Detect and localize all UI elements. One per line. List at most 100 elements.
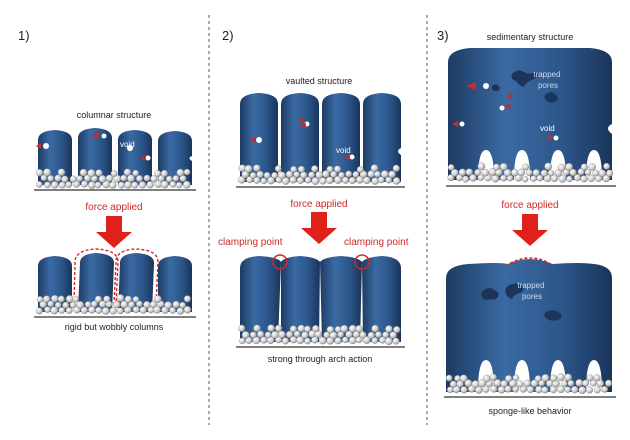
particle <box>109 307 117 315</box>
particle <box>153 295 162 303</box>
particle <box>62 301 70 309</box>
panel-3-force-label: force applied <box>501 200 558 211</box>
particle <box>606 169 614 177</box>
panel-2-force-label: force applied <box>290 199 347 210</box>
particle <box>83 174 92 182</box>
particle <box>58 307 66 314</box>
particle <box>371 337 379 344</box>
particle <box>65 307 73 314</box>
particle <box>504 385 512 393</box>
particle <box>471 380 480 389</box>
particles-top-1 <box>35 168 191 189</box>
panel-2-label-bottom: strong through arch action <box>268 354 373 364</box>
particle <box>459 374 468 383</box>
particle <box>375 331 382 338</box>
particle <box>356 166 364 173</box>
particle <box>36 181 43 188</box>
particle <box>371 177 379 185</box>
panel-1: 1) columnar structure void force applied <box>18 28 196 332</box>
particle <box>179 301 186 309</box>
particle <box>128 301 135 308</box>
particle <box>274 165 282 173</box>
particle <box>304 176 312 184</box>
particle <box>499 162 508 171</box>
particle <box>296 176 304 184</box>
particle <box>176 307 185 315</box>
particle <box>595 175 602 182</box>
particle <box>596 379 605 388</box>
voids-top-3 <box>459 83 559 141</box>
particle <box>602 174 611 183</box>
particle <box>153 305 161 314</box>
particle <box>94 295 102 303</box>
particle <box>120 300 129 309</box>
particle <box>584 169 592 176</box>
particle <box>345 330 353 339</box>
panel-1-void-label: void <box>120 140 135 149</box>
clamp-marker-left <box>272 254 288 270</box>
force-arrow-1 <box>96 216 132 248</box>
particle <box>465 168 473 176</box>
particle <box>547 169 555 177</box>
particle <box>601 385 609 393</box>
particle <box>297 165 305 173</box>
particle <box>586 374 594 382</box>
particle <box>146 181 154 189</box>
particle <box>95 306 103 314</box>
particle <box>143 301 151 309</box>
particle <box>362 336 371 344</box>
panel-2-clamp-right: clamping point <box>344 237 409 248</box>
particle <box>264 331 272 339</box>
particle <box>35 169 44 177</box>
particle <box>393 326 401 334</box>
particle <box>308 171 316 179</box>
particle <box>281 337 290 345</box>
voids-top-1 <box>43 133 151 161</box>
panel-2-void-label: void <box>336 146 351 155</box>
particle <box>285 170 294 179</box>
particle <box>94 181 102 189</box>
particle <box>76 175 83 182</box>
particle <box>175 181 183 189</box>
particle <box>150 175 158 183</box>
panel-3-void-label: void <box>540 124 555 133</box>
particle <box>348 176 357 185</box>
deformation-outline-1 <box>73 248 159 306</box>
particle <box>392 177 401 185</box>
particle <box>301 331 309 339</box>
particle <box>322 170 330 178</box>
red-marks-top-3 <box>452 82 552 141</box>
particle <box>348 324 357 333</box>
particle <box>44 306 51 313</box>
particle <box>392 337 400 345</box>
particle <box>257 330 265 338</box>
particle <box>603 162 610 170</box>
particle <box>342 336 349 344</box>
particle <box>275 324 283 332</box>
particle <box>338 171 345 179</box>
particle <box>91 300 98 308</box>
force-arrow-2 <box>301 212 337 244</box>
particle <box>592 169 600 177</box>
particle <box>550 174 559 183</box>
particle <box>325 176 334 185</box>
particle <box>289 176 297 184</box>
particle <box>389 331 397 339</box>
particle <box>587 174 595 183</box>
particle <box>536 174 544 182</box>
particle <box>530 379 539 388</box>
particle <box>79 168 88 177</box>
sediment-block-bottom <box>446 259 612 392</box>
particle <box>293 330 301 338</box>
particle <box>359 331 367 339</box>
particle <box>311 177 320 185</box>
particle <box>51 181 59 189</box>
particle <box>238 337 246 345</box>
particle <box>249 172 257 179</box>
particle <box>561 380 568 387</box>
particle <box>377 176 385 184</box>
particle <box>164 301 172 310</box>
sediment-block-top <box>448 48 612 180</box>
particle <box>98 175 107 183</box>
particle <box>500 174 507 182</box>
